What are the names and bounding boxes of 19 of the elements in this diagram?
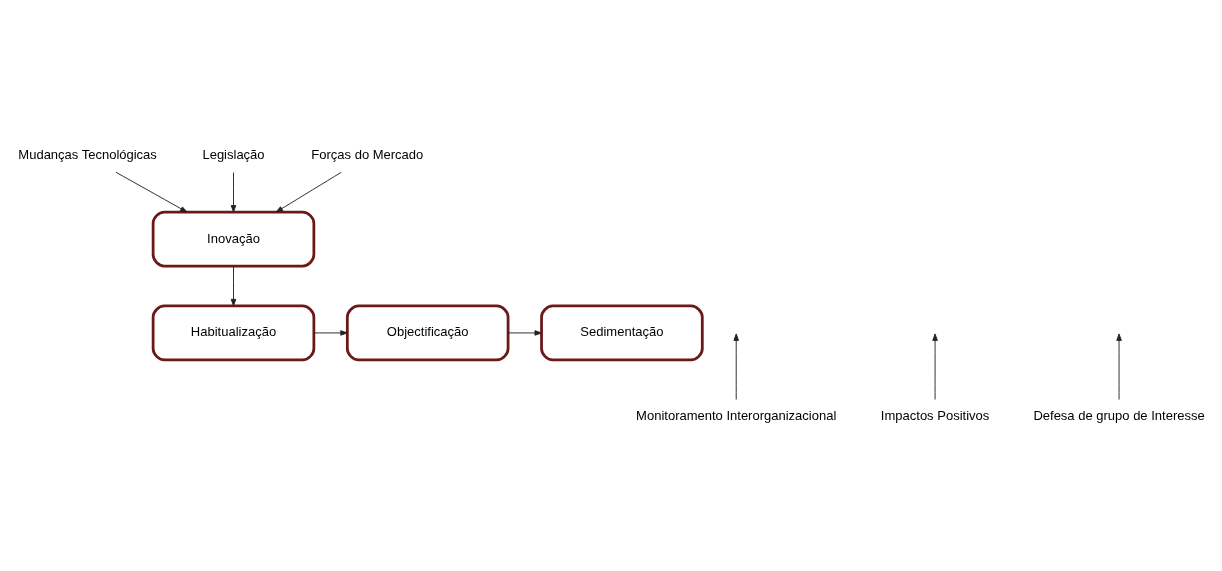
node-text: Legislação (202, 146, 265, 162)
arrow (115, 171, 188, 213)
arrow (230, 265, 237, 306)
arrow (507, 329, 542, 336)
node-text: Monitoramento Interorganizacional (636, 407, 837, 423)
node-text: Defesa de grupo de Interesse (1033, 407, 1205, 423)
arrow (230, 171, 237, 212)
node-box: Inovação (151, 210, 316, 267)
node-box: Sedimentação (540, 304, 704, 361)
node-text: Impactos Positivos (880, 407, 990, 423)
arrow (275, 171, 342, 213)
arrow (1116, 332, 1122, 400)
node-text: Mudanças Tecnológicas (18, 146, 157, 162)
node-box: Habitualização (151, 304, 316, 361)
node-box: Objectificação (345, 304, 510, 361)
node-text: Forças do Mercado (311, 146, 424, 162)
arrow (932, 332, 938, 400)
arrow (313, 329, 348, 336)
arrow (733, 332, 739, 400)
